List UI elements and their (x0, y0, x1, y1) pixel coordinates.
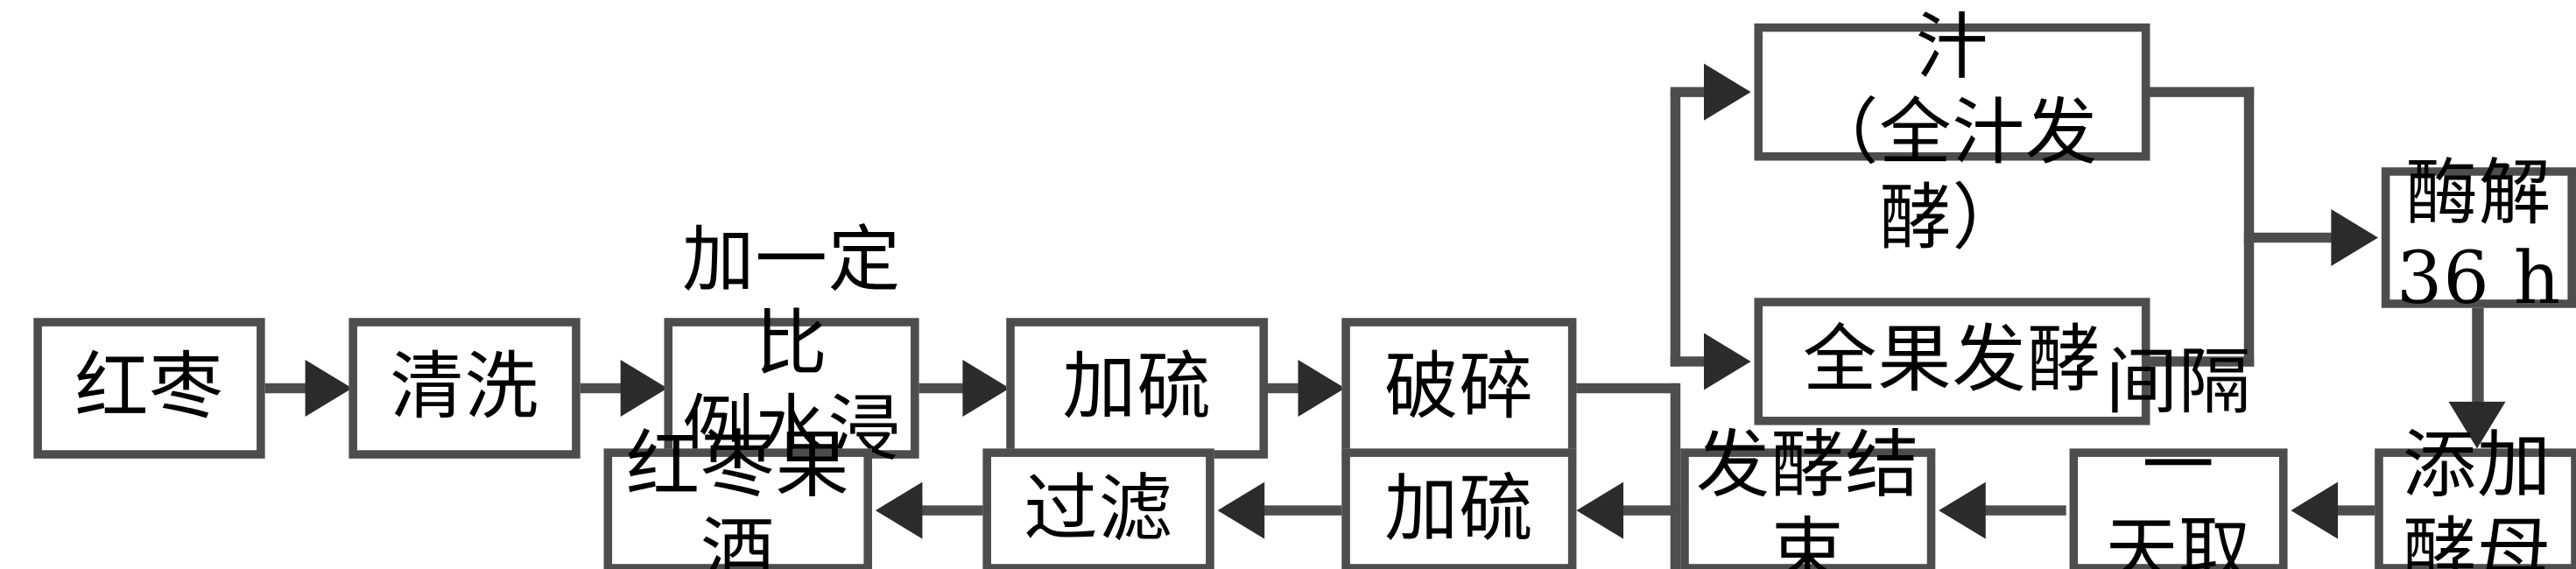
node-add-yeast[interactable]: 添加酵母 (2375, 424, 2576, 569)
arrowhead-sulfur-crush (1298, 360, 1346, 418)
node-enzymolysis[interactable]: 酶解 36 h (2381, 152, 2576, 321)
edge-merge-to-enzymolysis (2243, 232, 2341, 243)
edge-lowtemp-to-merge (2150, 87, 2255, 97)
edge-split-to-wholefruit (1670, 356, 1718, 367)
edge-sulfur-crush (1268, 383, 1306, 394)
edge-enzymolysis-to-yeast (2472, 307, 2484, 409)
arrowhead-soak-sulfur (962, 360, 1010, 418)
edge-split-vertical-lower (1670, 383, 1681, 569)
arrowhead-filter-to-wine (875, 481, 923, 539)
arrowhead-yeast-to-sampling (2291, 481, 2339, 539)
arrowhead-enzymolysis-to-yeast (2448, 401, 2506, 449)
edge-hongzao-qingxi (264, 383, 313, 394)
edge-wholefruit-to-merge (2150, 356, 2255, 367)
node-add-sulfur-1[interactable]: 加硫 (1006, 318, 1269, 459)
arrowhead-sulfur-to-filter (1217, 481, 1265, 539)
arrowhead-split-to-lowtemp (1704, 63, 1751, 121)
edge-crush-trunk (1576, 383, 1678, 394)
arrowhead-split-to-wholefruit (1704, 333, 1751, 390)
node-low-temp-juice[interactable]: 低温处理提汁 （全汁发酵） (1754, 0, 2150, 261)
arrowhead-qingxi-soak (620, 360, 668, 418)
arrowhead-ferment-end-to-sulfur (1576, 481, 1624, 539)
node-filter[interactable]: 过滤 (982, 448, 1214, 569)
arrowhead-merge-to-enzymolysis (2331, 208, 2378, 266)
node-qingxi[interactable]: 清洗 (348, 318, 581, 459)
edge-soak-sulfur (918, 383, 970, 394)
edge-lower-branch-riser (1670, 356, 1681, 367)
node-ferment-end[interactable]: 发酵结束 (1680, 424, 1936, 569)
edge-merge-vertical (2243, 87, 2255, 367)
edge-sampling-to-ferment-end (1975, 505, 2066, 516)
edge-yeast-to-sampling (2324, 505, 2378, 516)
arrowhead-sampling-to-ferment-end (1939, 481, 1986, 539)
edge-filter-to-wine (911, 505, 983, 516)
arrowhead-hongzao-qingxi (305, 360, 353, 418)
node-jujube-wine[interactable]: 红枣果酒 (603, 424, 872, 569)
edge-sulfur-to-filter (1254, 505, 1342, 516)
node-daily-sampling[interactable]: 间隔一 天取样 (2069, 341, 2288, 569)
node-add-sulfur-2[interactable]: 加硫 (1341, 448, 1577, 569)
edge-ferment-end-to-sulfur (1613, 505, 1681, 516)
node-whole-fruit-ferment[interactable]: 全果发酵 (1754, 298, 2150, 425)
node-crush[interactable]: 破碎 (1341, 318, 1577, 459)
edge-split-to-lowtemp (1670, 87, 1718, 97)
edge-qingxi-soak (580, 383, 624, 394)
edge-split-vertical (1670, 92, 1681, 361)
node-hongzao[interactable]: 红枣 (33, 318, 265, 459)
